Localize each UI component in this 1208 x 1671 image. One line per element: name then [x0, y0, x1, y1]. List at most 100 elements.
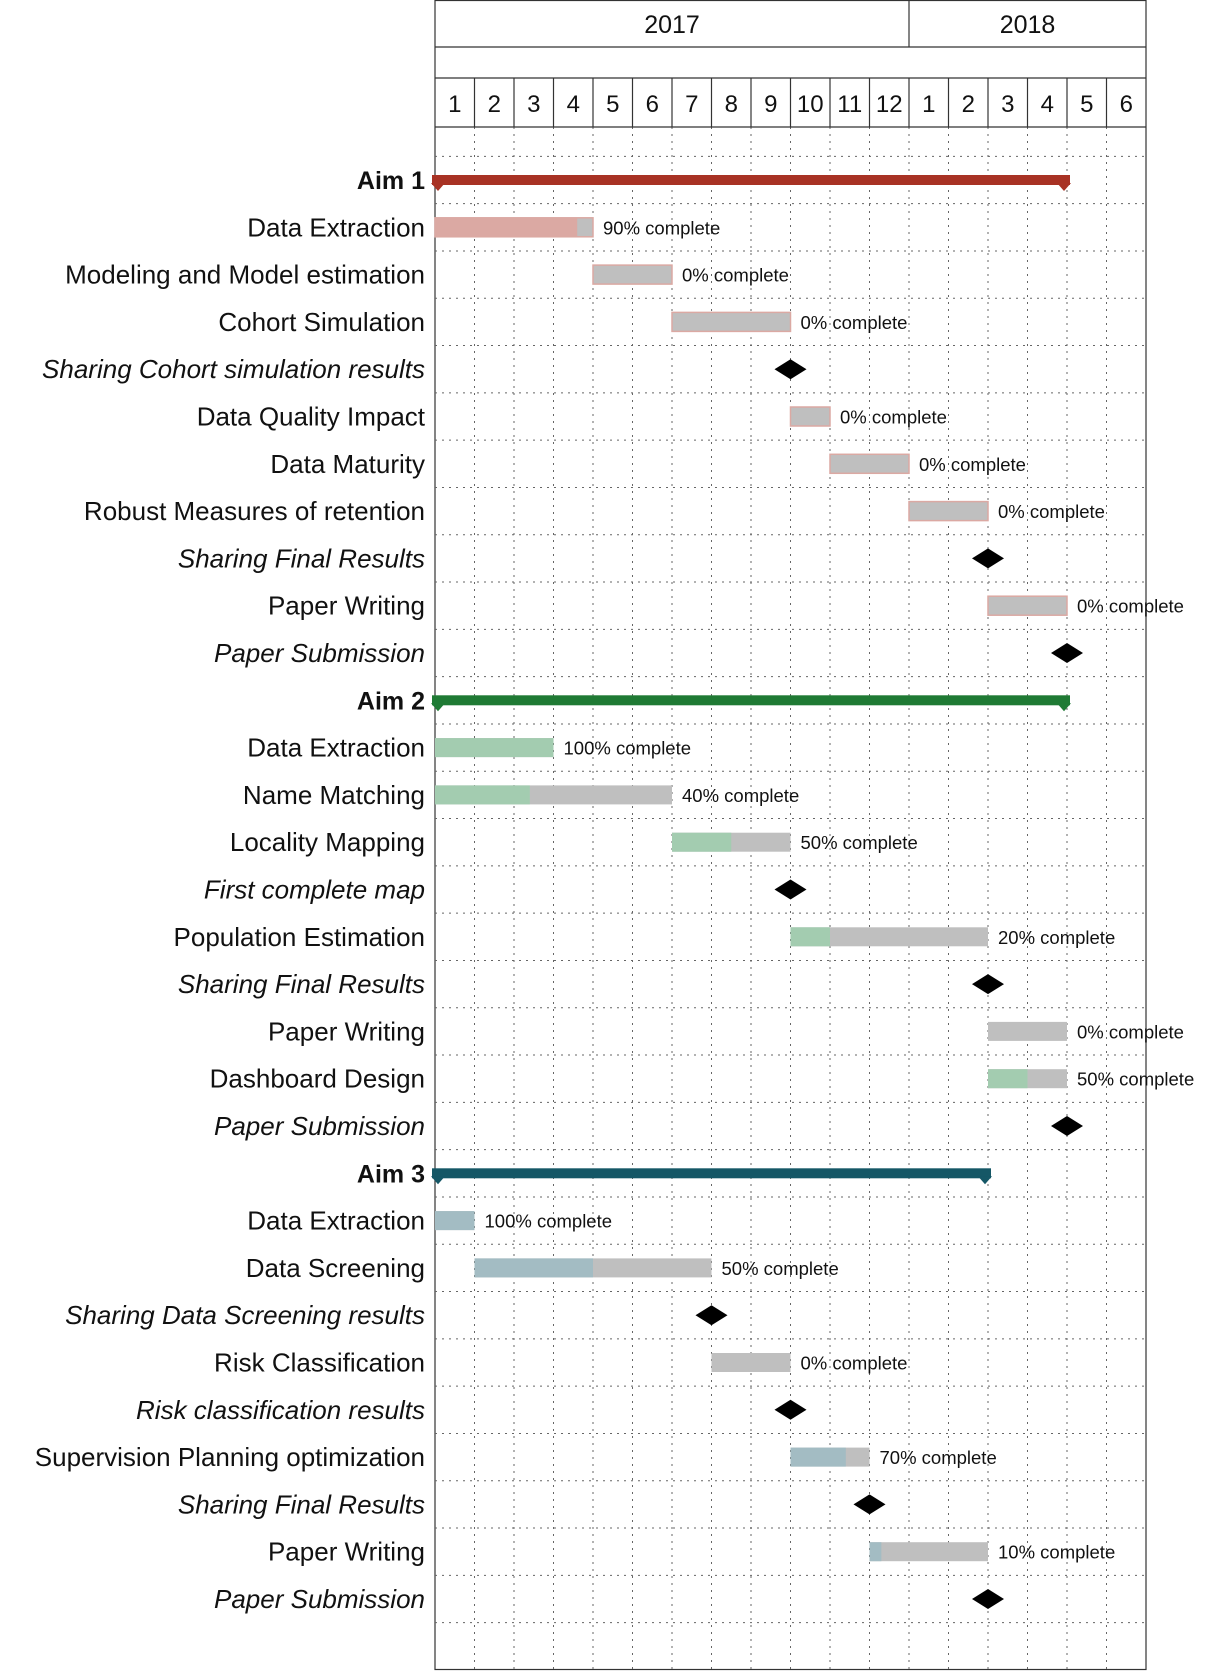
- progress-label: 90% complete: [603, 217, 720, 238]
- milestone-label: Sharing Cohort simulation results: [42, 354, 425, 384]
- task-label: Data Extraction: [247, 212, 425, 242]
- task-progress-fill: [790, 927, 830, 947]
- task-progress-fill: [790, 1447, 846, 1467]
- group-bar-end-cap: [1057, 183, 1071, 191]
- task-label: Data Extraction: [247, 733, 425, 763]
- task-bar: [908, 500, 989, 522]
- task-progress-fill: [435, 738, 554, 758]
- milestone-label: Sharing Final Results: [178, 1489, 425, 1519]
- milestone-diamond: [774, 879, 807, 900]
- progress-label: 0% complete: [998, 501, 1105, 522]
- month-label: 1: [448, 91, 461, 118]
- task-bar: [869, 1542, 988, 1562]
- group-summary-bar: [432, 695, 1070, 706]
- milestone-label: Sharing Data Screening results: [65, 1300, 425, 1330]
- task-label: Paper Writing: [268, 591, 425, 621]
- task-label: Modeling and Model estimation: [65, 260, 425, 290]
- group-label: Aim 3: [357, 1160, 425, 1188]
- task-label: Population Estimation: [174, 922, 425, 952]
- chart-frame: [434, 0, 1147, 1671]
- task-label: Locality Mapping: [230, 827, 425, 857]
- task-bar: [789, 406, 831, 427]
- group-summary-bar: [432, 1168, 991, 1179]
- month-label: 11: [837, 91, 862, 118]
- task-label: Name Matching: [243, 780, 425, 810]
- progress-label: 10% complete: [998, 1542, 1115, 1563]
- milestone-label: Paper Submission: [214, 1584, 425, 1614]
- milestone-diamond: [774, 1399, 807, 1420]
- month-label: 8: [725, 91, 738, 118]
- progress-label: 70% complete: [880, 1447, 997, 1468]
- task-progress-fill: [672, 832, 732, 852]
- task-bar: [829, 453, 910, 475]
- milestone-diamond: [695, 1305, 728, 1326]
- milestone-label: Paper Submission: [214, 1111, 425, 1141]
- task-bar: [988, 1021, 1067, 1041]
- group-summary-bar: [432, 175, 1070, 185]
- progress-label: 50% complete: [801, 832, 918, 853]
- task-label: Supervision Planning optimization: [35, 1442, 425, 1472]
- task-progress-fill: [435, 785, 530, 805]
- year-label: 2017: [644, 11, 700, 39]
- progress-label: 0% complete: [801, 312, 908, 333]
- month-label: 6: [646, 91, 659, 118]
- group-label: Aim 2: [357, 687, 425, 715]
- task-label: Data Maturity: [270, 449, 425, 479]
- task-label: Risk Classification: [214, 1348, 425, 1378]
- task-progress-fill: [869, 1542, 882, 1562]
- month-label: 9: [764, 91, 777, 118]
- progress-label: 0% complete: [801, 1353, 908, 1374]
- progress-label: 0% complete: [1077, 596, 1184, 617]
- progress-label: 0% complete: [919, 454, 1026, 475]
- progress-label: 100% complete: [485, 1211, 613, 1232]
- milestone-diamond: [853, 1494, 886, 1515]
- month-label: 12: [876, 91, 903, 118]
- progress-label: 50% complete: [1077, 1069, 1194, 1090]
- month-label: 5: [1080, 91, 1093, 118]
- month-label: 7: [685, 91, 698, 118]
- task-label: Robust Measures of retention: [84, 496, 425, 526]
- milestone-label: Sharing Final Results: [178, 543, 425, 573]
- task-bar: [711, 1353, 791, 1372]
- month-label: 4: [1041, 91, 1054, 118]
- progress-label: 100% complete: [564, 738, 692, 759]
- month-label: 6: [1120, 91, 1133, 118]
- milestone-label: Sharing Final Results: [178, 969, 425, 999]
- task-label: Data Screening: [246, 1253, 425, 1283]
- milestone-diamond: [972, 1589, 1004, 1609]
- group-bar-end-cap: [1057, 703, 1071, 712]
- milestone-label: First complete map: [204, 875, 425, 905]
- milestone-label: Paper Submission: [214, 638, 425, 668]
- group-bar-end-cap: [978, 1176, 992, 1185]
- milestone-label: Risk classification results: [136, 1395, 425, 1425]
- task-bar: [790, 927, 988, 947]
- progress-label: 20% complete: [998, 927, 1115, 948]
- task-progress-fill: [988, 1069, 1028, 1089]
- year-label: 2018: [1000, 11, 1056, 39]
- progress-label: 50% complete: [722, 1258, 839, 1279]
- milestone-diamond: [1051, 1116, 1083, 1136]
- progress-label: 40% complete: [682, 785, 799, 806]
- month-label: 1: [922, 91, 935, 118]
- task-bar: [671, 311, 792, 333]
- month-label: 2: [962, 91, 975, 118]
- group-bar-start-cap: [431, 183, 445, 191]
- month-label: 4: [567, 91, 580, 118]
- milestone-diamond: [972, 974, 1004, 995]
- task-label: Data Quality Impact: [197, 402, 426, 432]
- task-label: Paper Writing: [268, 1537, 425, 1567]
- month-label: 10: [797, 91, 824, 118]
- month-label: 5: [606, 91, 619, 118]
- task-label: Data Extraction: [247, 1206, 425, 1236]
- task-bar: [987, 595, 1068, 616]
- task-label: Paper Writing: [268, 1016, 425, 1046]
- task-progress-fill: [435, 217, 578, 237]
- group-bar-start-cap: [431, 703, 445, 712]
- milestone-diamond: [972, 548, 1004, 569]
- group-label: Aim 1: [357, 167, 425, 195]
- group-bar-start-cap: [431, 1176, 445, 1185]
- bars-layer: 90% complete 0% complete 0% complete 0% com…: [431, 175, 1194, 1609]
